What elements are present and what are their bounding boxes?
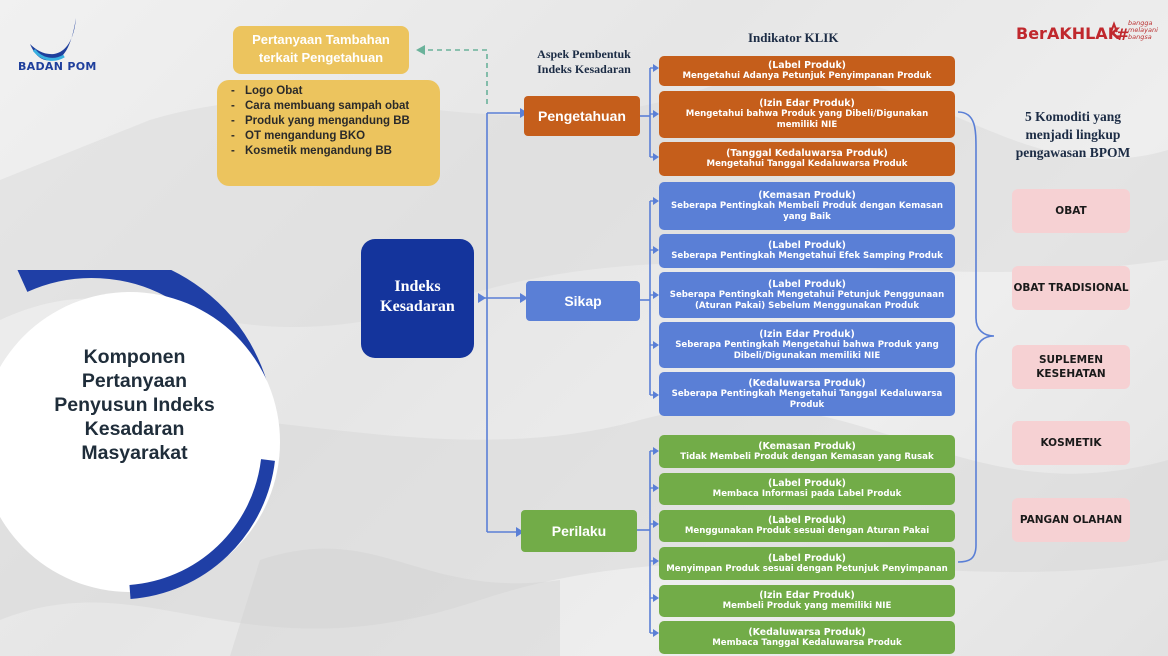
indeks-kesadaran-node: Indeks Kesadaran (361, 239, 474, 358)
indicator-box: (Tanggal Kedaluwarsa Produk) Mengetahui … (659, 142, 955, 176)
aspect-header: Aspek Pembentuk Indeks Kesadaran (537, 47, 631, 76)
indicator-heading: (Label Produk) (768, 240, 846, 251)
additional-questions-title: Pertanyaan Tambahan terkait Pengetahuan (233, 26, 409, 74)
question-item: Produk yang mengandung BB (231, 114, 432, 129)
indicator-box: (Kedaluwarsa Produk) Seberapa Pentingkah… (659, 372, 955, 416)
indicator-heading: (Label Produk) (768, 278, 846, 290)
indicator-box: (Izin Edar Produk) Membeli Produk yang m… (659, 585, 955, 617)
bpom-logo (30, 18, 76, 61)
indicator-text: Seberapa Pentingkah Mengetahui bahwa Pro… (675, 339, 939, 361)
indicator-text: Seberapa Pentingkah Mengetahui Petunjuk … (669, 289, 945, 311)
aspect-perilaku: Perilaku (521, 510, 637, 552)
indicator-text: Mengetahui bahwa Produk yang Dibeli/Digu… (685, 109, 929, 130)
indicator-box: (Izin Edar Produk) Mengetahui bahwa Prod… (659, 91, 955, 138)
additional-questions-list: Logo Obat Cara membuang sampah obat Prod… (217, 80, 440, 186)
commodities-title: 5 Komoditi yang menjadi lingkup pengawas… (1015, 109, 1131, 160)
svg-text:#: # (1116, 25, 1129, 44)
indicator-text: Membeli Produk yang memiliki NIE (722, 601, 892, 611)
hashtag-icon: # (1110, 21, 1129, 44)
indicator-heading: (Izin Edar Produk) (759, 328, 855, 340)
question-item: Cara membuang sampah obat (231, 99, 432, 114)
indicator-heading: (Label Produk) (768, 478, 846, 489)
indicator-heading: (Izin Edar Produk) (759, 98, 855, 109)
indicator-text: Membaca Tanggal Kedaluwarsa Produk (712, 637, 902, 648)
indicator-heading: (Label Produk) (768, 552, 846, 564)
aspect-sikap: Sikap (526, 281, 640, 321)
indicator-heading: (Kemasan Produk) (758, 440, 856, 452)
indicator-text: Seberapa Pentingkah Mengetahui Efek Samp… (671, 251, 943, 261)
question-item: OT mengandung BKO (231, 129, 432, 144)
bpom-logo-text: BADAN POM (18, 60, 97, 73)
title-circle (0, 270, 280, 599)
indicator-heading: (Tanggal Kedaluwarsa Produk) (726, 148, 888, 159)
indicator-heading: (Kedaluwarsa Produk) (748, 626, 866, 638)
indicator-heading: (Label Produk) (768, 60, 846, 71)
indicator-text: Seberapa Pentingkah Membeli Produk denga… (670, 200, 944, 222)
question-item: Logo Obat (231, 84, 432, 99)
main-title: Komponen Pertanyaan Penyusun Indeks Kesa… (54, 346, 215, 464)
question-item: Kosmetik mengandung BB (231, 144, 432, 159)
commodity-box: SUPLEMEN KESEHATAN (1012, 345, 1130, 389)
indicator-text: Seberapa Pentingkah Mengetahui Tanggal K… (671, 388, 943, 410)
commodity-box: OBAT TRADISIONAL (1012, 266, 1130, 310)
indicator-box: (Label Produk) Seberapa Pentingkah Menge… (659, 234, 955, 268)
indicator-box: (Label Produk) Seberapa Pentingkah Menge… (659, 272, 955, 318)
indicator-heading: (Kedaluwarsa Produk) (748, 377, 866, 389)
commodity-box: OBAT (1012, 189, 1130, 233)
indicator-box: (Izin Edar Produk) Seberapa Pentingkah M… (659, 322, 955, 368)
indicator-box: (Kemasan Produk) Tidak Membeli Produk de… (659, 435, 955, 468)
indicator-text: Mengetahui Tanggal Kedaluwarsa Produk (706, 159, 908, 169)
commodity-box: PANGAN OLAHAN (1012, 498, 1130, 542)
indicator-box: (Label Produk) Membaca Informasi pada La… (659, 473, 955, 505)
commodity-box: KOSMETIK (1012, 421, 1130, 465)
indicator-heading: (Label Produk) (768, 515, 846, 526)
indicator-box: (Label Produk) Menyimpan Produk sesuai d… (659, 547, 955, 580)
indicator-text: Membaca Informasi pada Label Produk (712, 489, 902, 499)
indicator-text: Menggunakan Produk sesuai dengan Aturan … (684, 526, 930, 536)
indicator-text: Tidak Membeli Produk dengan Kemasan yang… (680, 451, 934, 462)
indicator-text: Mengetahui Adanya Petunjuk Penyimpanan P… (682, 71, 932, 81)
berakhlak-logo: BerAKHLAK (1016, 24, 1121, 43)
indicator-text: Menyimpan Produk sesuai dengan Petunjuk … (666, 563, 948, 574)
indicator-header: Indikator KLIK (748, 30, 839, 45)
indicator-box: (Kedaluwarsa Produk) Membaca Tanggal Ked… (659, 621, 955, 654)
indicator-box: (Label Produk) Menggunakan Produk sesuai… (659, 510, 955, 542)
berakhlak-tagline: bangga melayani bangsa (1128, 19, 1158, 41)
indicator-box: (Kemasan Produk) Seberapa Pentingkah Mem… (659, 182, 955, 230)
indicator-heading: (Izin Edar Produk) (759, 590, 855, 601)
indicator-heading: (Kemasan Produk) (758, 189, 856, 201)
aspect-pengetahuan: Pengetahuan (524, 96, 640, 136)
indicator-box: (Label Produk) Mengetahui Adanya Petunju… (659, 56, 955, 86)
